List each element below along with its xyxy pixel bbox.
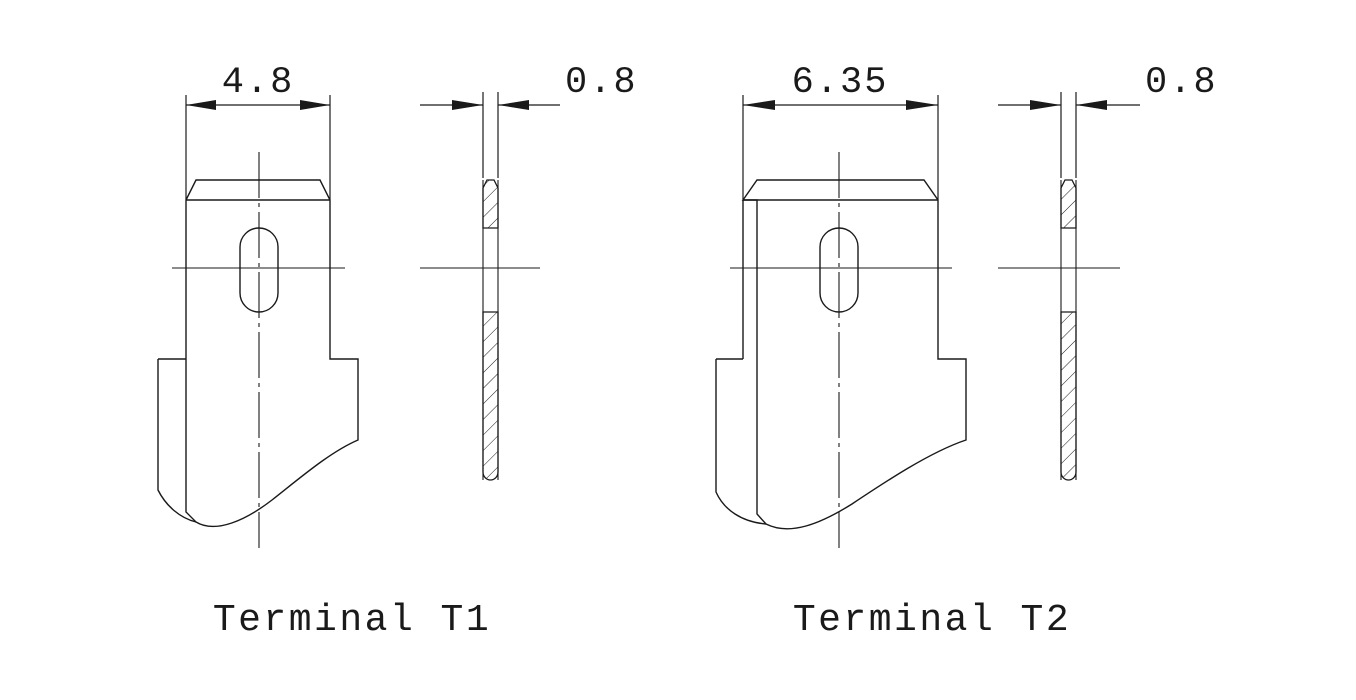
t1-caption: Terminal T1: [213, 599, 491, 642]
terminal-t2-group: 6.35: [715, 62, 1218, 642]
t2-width-dimension-text: 6.35: [792, 62, 889, 104]
t1-thickness-arrow-left: [452, 100, 483, 110]
t2-thickness-dimension-text: 0.8: [1145, 62, 1218, 104]
t2-side-view: 0.8: [998, 62, 1218, 481]
t1-thickness-dimension-text: 0.8: [565, 62, 638, 104]
t1-front-view: 4.8: [157, 62, 359, 548]
t2-side-section-upper: [1060, 179, 1077, 229]
t2-front-view: 6.35: [715, 62, 967, 548]
t2-width-arrow-right: [906, 100, 938, 110]
t1-left-flank-lower: [157, 359, 197, 523]
terminal-t1-group: 4.8: [157, 62, 638, 642]
t1-side-section-upper: [482, 179, 499, 229]
t1-side-section-lower: [482, 311, 499, 481]
t2-body-outline: [741, 179, 967, 530]
t2-left-flank-lower: [715, 359, 767, 525]
t2-thickness-arrow-left: [1030, 100, 1061, 110]
t1-width-arrow-right: [300, 100, 330, 110]
t2-caption: Terminal T2: [793, 599, 1071, 642]
t1-width-dimension-text: 4.8: [222, 62, 295, 104]
t2-width-arrow-left: [743, 100, 775, 110]
t2-thickness-arrow-right: [1076, 100, 1107, 110]
t1-width-arrow-left: [186, 100, 216, 110]
t1-body-outline: [185, 179, 359, 528]
t2-side-section-lower: [1060, 311, 1077, 481]
t1-side-view: 0.8: [420, 62, 638, 481]
t1-thickness-arrow-right: [498, 100, 529, 110]
